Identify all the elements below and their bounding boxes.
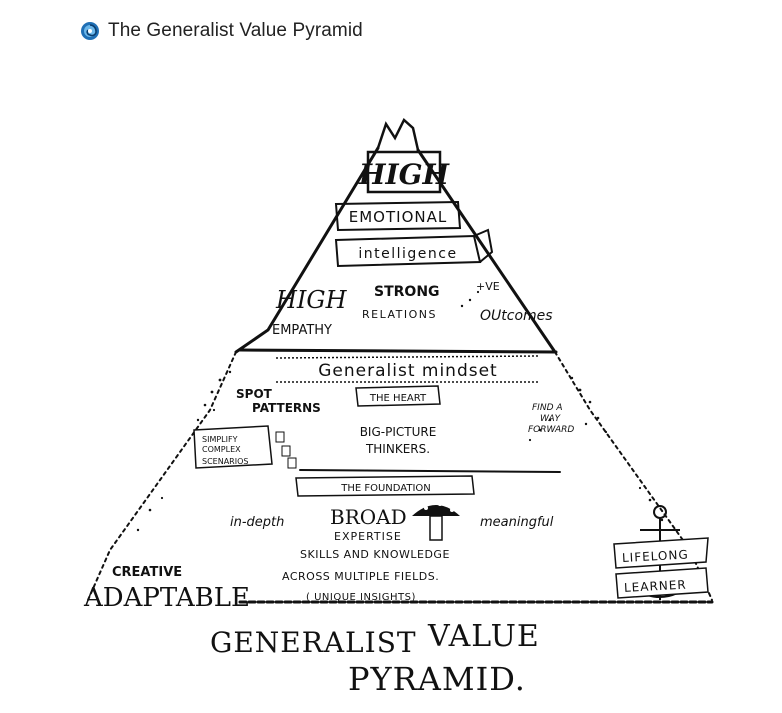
base-label-lifelong: LIFELONG <box>622 548 689 565</box>
base-label-learner: LEARNER <box>624 578 687 595</box>
mushroom-icon <box>412 502 460 541</box>
stipple-texture <box>136 290 664 532</box>
middle-banner: Generalist mindset <box>318 361 497 381</box>
base-label-in-depth: in-depth <box>230 515 284 530</box>
middle-label-find-a: FIND A <box>532 403 563 413</box>
top-label-outcomes: OUtcomes <box>480 308 553 324</box>
middle-label-way: WAY <box>540 414 562 424</box>
base-label-creative: CREATIVE <box>112 565 182 580</box>
blue-swirl-icon <box>81 22 99 40</box>
base-label-broad: BROAD <box>330 505 407 529</box>
top-label-high: HIGH <box>358 158 450 191</box>
base-label-adaptable: ADAPTABLE <box>83 583 250 613</box>
top-label-strong: STRONG <box>374 284 440 300</box>
base-label-unique: ( UNIQUE INSIGHTS) <box>306 592 416 603</box>
middle-label-big-picture: BIG-PICTURE <box>360 425 437 439</box>
middle-label-forward: FORWARD <box>528 425 574 435</box>
top-label-relations: RELATIONS <box>362 308 437 321</box>
base-label-expertise: EXPERTISE <box>334 530 402 543</box>
middle-tier: Generalist mindset SPOT PATTERNS THE HEA… <box>193 355 574 469</box>
page-header: The Generalist Value Pyramid <box>80 18 363 44</box>
top-label-intelligence: intelligence <box>358 246 457 262</box>
title-pyramid: PYRAMID. <box>348 660 526 698</box>
middle-label-scenarios: SCENARIOS <box>202 457 248 466</box>
pyramid-outline <box>87 117 714 604</box>
top-label-empathy: EMPATHY <box>272 323 332 338</box>
base-label-the-foundation: THE FOUNDATION <box>340 483 431 494</box>
base-label-meaningful: meaningful <box>480 515 554 530</box>
base-label-skills: SKILLS AND KNOWLEDGE <box>300 548 450 561</box>
top-tier: HIGH EMOTIONAL intelligence HIGH EMPATHY… <box>272 150 553 338</box>
base-label-across: ACROSS MULTIPLE FIELDS. <box>282 570 439 583</box>
page-title: The Generalist Value Pyramid <box>108 20 363 41</box>
middle-label-thinkers: THINKERS. <box>365 442 430 456</box>
middle-label-patterns: PATTERNS <box>252 401 321 415</box>
top-label-high-empathy: HIGH <box>275 286 348 314</box>
diagram-title: GENERALIST VALUE PYRAMID. <box>210 619 540 698</box>
middle-label-the-heart: THE HEART <box>369 393 427 404</box>
top-label-plus-ve: +VE <box>476 280 500 293</box>
title-generalist: GENERALIST <box>210 626 417 659</box>
top-label-emotional: EMOTIONAL <box>349 208 447 226</box>
title-value: VALUE <box>427 619 540 654</box>
middle-label-spot: SPOT <box>236 387 273 401</box>
middle-label-simplify: SIMPLIFY <box>202 435 238 444</box>
base-tier: THE FOUNDATION in-depth BROAD EXPERTISE … <box>83 475 709 613</box>
middle-label-complex: COMPLEX <box>202 445 241 454</box>
